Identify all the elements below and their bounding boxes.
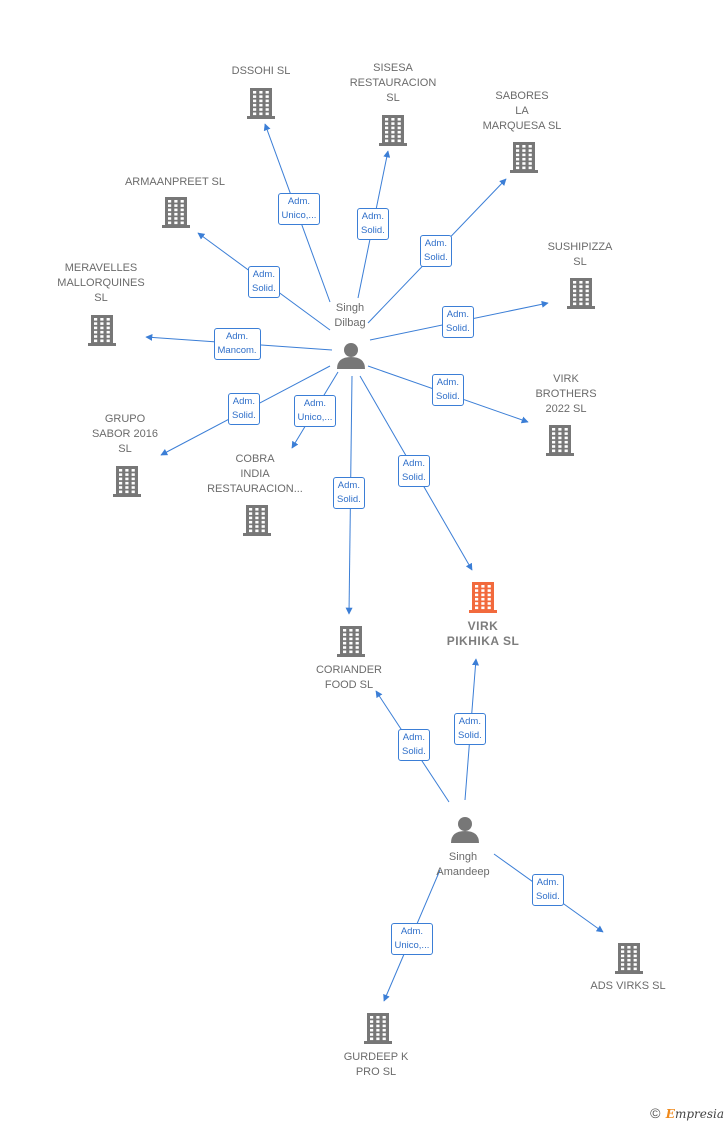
edge-role-label: Adm. Solid. [357, 208, 389, 240]
company-name-cobra[interactable]: COBRA INDIA RESTAURACION... [207, 453, 303, 495]
company-name-gurdeep[interactable]: GURDEEP K PRO SL [343, 1051, 409, 1078]
company-building-icon-dssohi[interactable] [247, 88, 275, 119]
company-name-adsvirks[interactable]: ADS VIRKS SL [590, 980, 666, 992]
company-name-sushi[interactable]: SUSHIPIZZA SL [547, 241, 613, 268]
brand-logo: Empresia [665, 1107, 724, 1121]
edge-role-label: Adm. Solid. [333, 477, 365, 509]
company-building-icon-sabores[interactable] [510, 142, 538, 173]
company-name-virkpik[interactable]: VIRK PIKHIKA SL [446, 619, 520, 648]
edge-role-label: Adm. Solid. [248, 266, 280, 298]
person-icon-dilbag[interactable] [337, 343, 365, 369]
company-building-icon-sushi[interactable] [567, 278, 595, 309]
company-building-icon-cobra[interactable] [243, 505, 271, 536]
company-building-icon-virkbro[interactable] [546, 425, 574, 456]
company-name-sisesa[interactable]: SISESA RESTAURACION SL [349, 62, 437, 104]
company-name-virkbro[interactable]: VIRK BROTHERS 2022 SL [535, 373, 597, 415]
company-building-icon-coriander[interactable] [337, 626, 365, 657]
company-building-icon-adsvirks[interactable] [615, 943, 643, 974]
footer-brand: © Empresia [650, 1105, 724, 1121]
edge-role-label: Adm. Unico,... [277, 193, 321, 225]
company-building-icon-armaan[interactable] [162, 197, 190, 228]
person-name-dilbag[interactable]: Singh Dilbag [334, 302, 366, 329]
edge-role-label: Adm. Solid. [398, 729, 430, 761]
company-building-icon-virkpik[interactable] [469, 582, 497, 613]
edge-role-label: Adm. Solid. [228, 393, 260, 425]
edge-role-label: Adm. Solid. [442, 306, 474, 338]
edge-role-label: Adm. Solid. [454, 713, 486, 745]
edge-role-label: Adm. Unico,... [390, 923, 434, 955]
edge-role-label: Adm. Solid. [532, 874, 564, 906]
company-name-sabores[interactable]: SABORES LA MARQUESA SL [482, 90, 562, 132]
company-name-meravelles[interactable]: MERAVELLES MALLORQUINES SL [57, 262, 145, 304]
copyright-icon: © [650, 1105, 661, 1121]
company-name-coriander[interactable]: CORIANDER FOOD SL [315, 664, 382, 691]
company-name-armaan[interactable]: ARMAANPREET SL [124, 176, 226, 188]
edge-role-label: Adm. Mancom. [213, 328, 261, 360]
company-building-icon-meravelles[interactable] [88, 315, 116, 346]
company-building-icon-gurdeep[interactable] [364, 1013, 392, 1044]
edge-role-label: Adm. Solid. [398, 455, 430, 487]
company-name-dssohi[interactable]: DSSOHI SL [231, 65, 291, 77]
company-building-icon-sisesa[interactable] [379, 115, 407, 146]
person-icon-amandeep[interactable] [451, 817, 479, 843]
company-building-icon-grupo[interactable] [113, 466, 141, 497]
edge-role-label: Adm. Solid. [420, 235, 452, 267]
person-name-amandeep[interactable]: Singh Amandeep [436, 851, 490, 878]
company-name-grupo[interactable]: GRUPO SABOR 2016 SL [91, 413, 159, 455]
edge-role-label: Adm. Solid. [432, 374, 464, 406]
edge-role-label: Adm. Unico,... [293, 395, 337, 427]
